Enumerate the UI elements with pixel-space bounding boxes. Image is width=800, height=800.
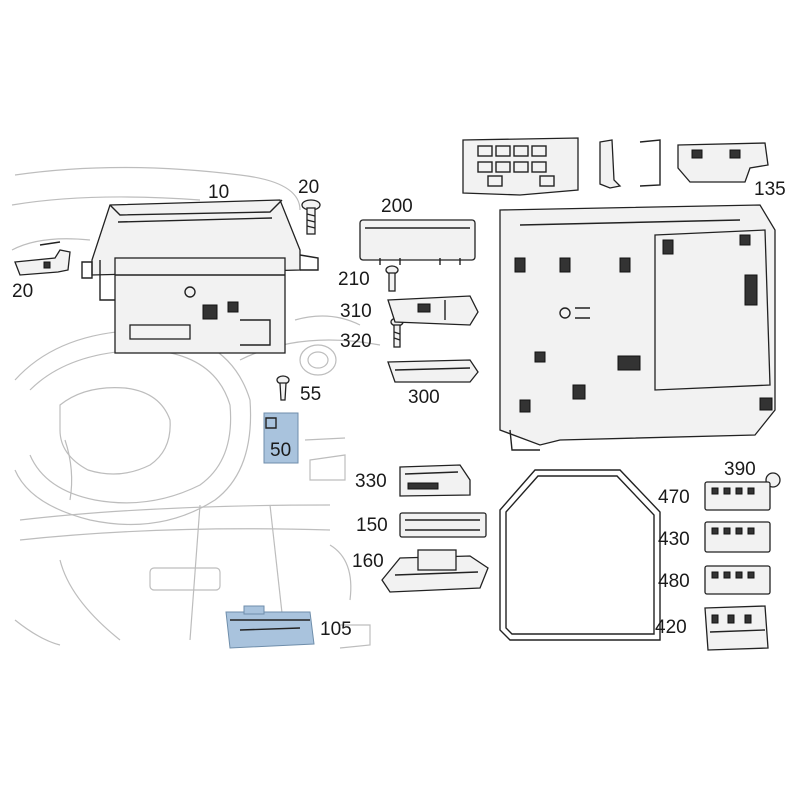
part-330-module xyxy=(399,464,471,497)
callout-20-top: 20 xyxy=(298,177,320,198)
part-55-clip xyxy=(276,375,290,401)
part-105-module xyxy=(225,605,315,649)
callout-50: 50 xyxy=(270,440,292,461)
part-50-bracket xyxy=(263,412,299,464)
callout-200: 200 xyxy=(381,196,413,217)
part-20-bracket xyxy=(14,241,71,276)
part-160-module xyxy=(381,549,489,593)
part-200-switch-panel xyxy=(359,219,476,265)
callout-160: 160 xyxy=(352,551,384,572)
fuse-panel-top xyxy=(462,137,579,196)
dashboard-sketch xyxy=(11,166,381,649)
callout-10: 10 xyxy=(208,182,230,203)
part-300-bracket xyxy=(387,359,479,383)
callout-105: 105 xyxy=(320,619,352,640)
callout-470: 470 xyxy=(658,487,690,508)
callout-20-left: 20 xyxy=(12,281,34,302)
part-420-block xyxy=(704,605,769,651)
part-20-screw xyxy=(301,199,321,235)
callout-420: 420 xyxy=(655,617,687,638)
callout-150: 150 xyxy=(356,515,388,536)
part-430-block xyxy=(704,521,771,553)
part-210-screw xyxy=(385,265,399,292)
part-480-block xyxy=(704,565,771,595)
part-310-bracket xyxy=(387,295,479,326)
callout-330: 330 xyxy=(355,471,387,492)
part-135-bracket xyxy=(677,142,769,183)
main-fuse-box xyxy=(499,204,776,451)
callout-430: 430 xyxy=(658,529,690,550)
callout-390: 390 xyxy=(724,459,756,480)
part-470-block xyxy=(704,481,771,511)
callout-480: 480 xyxy=(658,571,690,592)
callout-210: 210 xyxy=(338,269,370,290)
part-150-module xyxy=(399,512,487,538)
relay-small-top xyxy=(599,139,661,189)
part-10-display-unit xyxy=(81,199,319,354)
callout-310: 310 xyxy=(340,301,372,322)
callout-135: 135 xyxy=(754,179,786,200)
fuse-box-cover xyxy=(499,469,661,641)
callout-320: 320 xyxy=(340,331,372,352)
callout-55: 55 xyxy=(300,384,322,405)
callout-300: 300 xyxy=(408,387,440,408)
